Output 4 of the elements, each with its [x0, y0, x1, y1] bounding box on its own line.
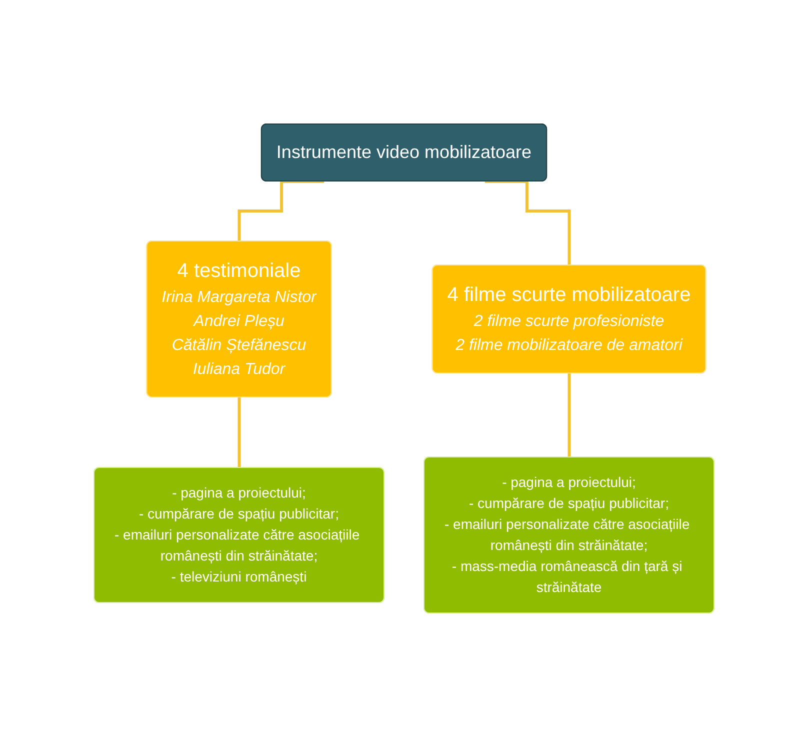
connector	[237, 396, 240, 470]
connector	[567, 372, 570, 459]
connector	[237, 180, 324, 243]
connector	[484, 180, 570, 267]
